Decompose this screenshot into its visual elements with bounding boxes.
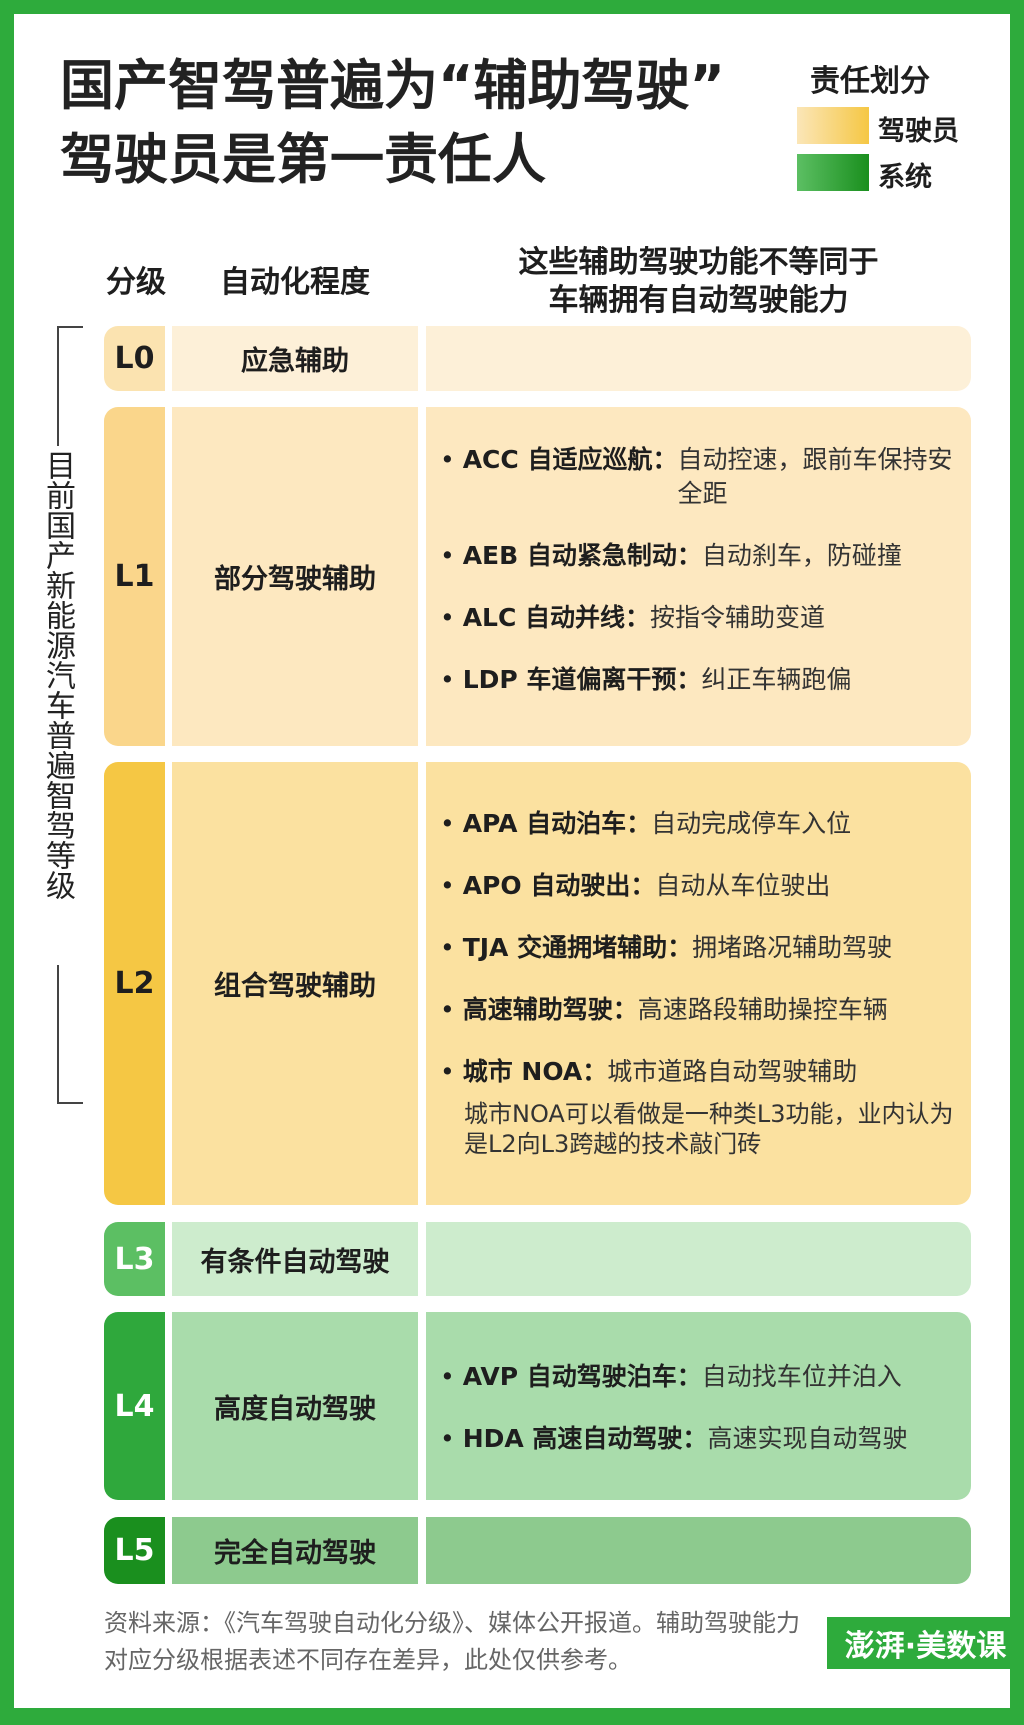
feature-desc: 高速路段辅助操控车辆 xyxy=(637,995,888,1024)
feature-item: • ACC 自适应巡航：自动控速，跟前车保持安全距 xyxy=(440,443,960,511)
feature-desc: 自动控速，跟前车保持安全距 xyxy=(677,445,953,508)
feature-item: • ALC 自动并线：按指令辅助变道 xyxy=(440,601,960,635)
level-code-l2: L2 xyxy=(104,762,165,1205)
level-name-l4: 高度自动驾驶 xyxy=(172,1312,418,1500)
brand-logo: 澎湃·美数课 xyxy=(827,1617,1024,1669)
level-features-l4 xyxy=(426,1312,971,1500)
bracket-label: 目前国产新能源汽车普遍智驾等级 xyxy=(40,450,75,900)
feature-item: • APO 自动驶出：自动从车位驶出 xyxy=(440,869,960,903)
feature-item: • LDP 车道偏离干预：纠正车辆跑偏 xyxy=(440,663,960,697)
feature-desc: 城市道路自动驾驶辅助 xyxy=(607,1057,858,1086)
bullet: • xyxy=(440,1424,463,1453)
bullet: • xyxy=(440,871,463,900)
legend-label-system: 系统 xyxy=(878,162,932,193)
feature-list-l1: • ACC 自适应巡航：自动控速，跟前车保持安全距 • AEB 自动紧急制动：自… xyxy=(440,443,960,725)
header-note-line-2: 车辆拥有自动驾驶能力 xyxy=(548,283,849,318)
bullet: • xyxy=(440,541,463,570)
bullet: • xyxy=(440,1362,463,1391)
feature-label: APO 自动驶出： xyxy=(462,871,656,900)
feature-label: HDA 高速自动驾驶： xyxy=(462,1424,708,1453)
title-line-1: 国产智驾普遍为“辅助驾驶” xyxy=(60,54,725,117)
level-features-l1 xyxy=(426,407,971,746)
bullet: • xyxy=(440,809,463,838)
feature-item: • APA 自动泊车：自动完成停车入位 xyxy=(440,807,960,841)
feature-list-l2: • APA 自动泊车：自动完成停车入位 • APO 自动驶出：自动从车位驶出 •… xyxy=(440,807,960,1159)
feature-label: 城市 NOA： xyxy=(462,1057,608,1086)
feature-item: • AVP 自动驾驶泊车：自动找车位并泊入 xyxy=(440,1360,960,1394)
feature-label: APA 自动泊车： xyxy=(462,809,652,838)
feature-item: • AEB 自动紧急制动：自动刹车，防碰撞 xyxy=(440,539,960,573)
feature-item: • HDA 高速自动驾驶：高速实现自动驾驶 xyxy=(440,1422,960,1456)
title-line-2: 驾驶员是第一责任人 xyxy=(60,128,546,191)
legend-swatch-system xyxy=(797,154,869,191)
level-code-l5: L5 xyxy=(104,1517,165,1584)
level-code-l3: L3 xyxy=(104,1222,165,1296)
feature-label: 高速辅助驾驶： xyxy=(462,995,638,1024)
legend-swatch-driver xyxy=(797,107,869,144)
noa-note: 城市NOA可以看做是一种类L3功能，业内认为是L2向L3跨越的技术敲门砖 xyxy=(464,1100,954,1158)
level-features-l2 xyxy=(426,762,971,1205)
level-code-l1: L1 xyxy=(104,407,165,746)
level-code-l0: L0 xyxy=(104,326,165,391)
level-code-l4: L4 xyxy=(104,1312,165,1500)
feature-item: • 城市 NOA：城市道路自动驾驶辅助 xyxy=(440,1055,960,1089)
legend-title: 责任划分 xyxy=(810,64,930,99)
level-features-l5 xyxy=(426,1517,971,1584)
level-features-l0 xyxy=(426,326,971,391)
feature-desc: 按指令辅助变道 xyxy=(650,603,826,632)
feature-label: LDP 车道偏离干预： xyxy=(462,665,702,694)
bracket-line-top xyxy=(57,326,59,446)
bullet: • xyxy=(440,995,463,1024)
bullet: • xyxy=(440,665,463,694)
feature-label: AEB 自动紧急制动： xyxy=(462,541,702,570)
header-note: 这些辅助驾驶功能不等同于 车辆拥有自动驾驶能力 xyxy=(426,244,971,320)
feature-label: ALC 自动并线： xyxy=(462,603,651,632)
feature-list-l4: • AVP 自动驾驶泊车：自动找车位并泊入 • HDA 高速自动驾驶：高速实现自… xyxy=(440,1360,960,1484)
feature-label: AVP 自动驾驶泊车： xyxy=(462,1362,702,1391)
header-automation: 自动化程度 xyxy=(220,265,370,300)
feature-label: ACC 自适应巡航： xyxy=(462,445,678,474)
level-features-l3 xyxy=(426,1222,971,1296)
feature-desc: 自动刹车，防碰撞 xyxy=(701,541,902,570)
level-name-l1: 部分驾驶辅助 xyxy=(172,407,418,746)
feature-desc: 自动从车位驶出 xyxy=(655,871,831,900)
bracket-line-bottom xyxy=(57,965,59,1103)
feature-desc: 自动找车位并泊入 xyxy=(701,1362,902,1391)
level-name-l2: 组合驾驶辅助 xyxy=(172,762,418,1205)
feature-label: TJA 交通拥堵辅助： xyxy=(462,933,693,962)
feature-item: • 高速辅助驾驶：高速路段辅助操控车辆 xyxy=(440,993,960,1027)
source-note: 资料来源：《汽车驾驶自动化分级》、媒体公开报道。辅助驾驶能力对应分级根据表述不同… xyxy=(104,1609,800,1674)
level-name-l5: 完全自动驾驶 xyxy=(172,1517,418,1584)
legend-label-driver: 驾驶员 xyxy=(878,116,959,147)
bullet: • xyxy=(440,445,463,474)
level-name-l3: 有条件自动驾驶 xyxy=(172,1222,418,1296)
bullet: • xyxy=(440,1057,463,1086)
feature-desc: 自动完成停车入位 xyxy=(651,809,852,838)
header-note-line-1: 这些辅助驾驶功能不等同于 xyxy=(518,245,879,280)
level-name-l0: 应急辅助 xyxy=(172,326,418,391)
header-level: 分级 xyxy=(106,265,166,300)
feature-desc: 纠正车辆跑偏 xyxy=(701,665,852,694)
bullet: • xyxy=(440,933,463,962)
feature-desc: 高速实现自动驾驶 xyxy=(707,1424,908,1453)
feature-item: • TJA 交通拥堵辅助：拥堵路况辅助驾驶 xyxy=(440,931,960,965)
feature-desc: 拥堵路况辅助驾驶 xyxy=(692,933,893,962)
bullet: • xyxy=(440,603,463,632)
bracket-bottom xyxy=(57,1102,83,1104)
bracket-top xyxy=(57,326,83,328)
